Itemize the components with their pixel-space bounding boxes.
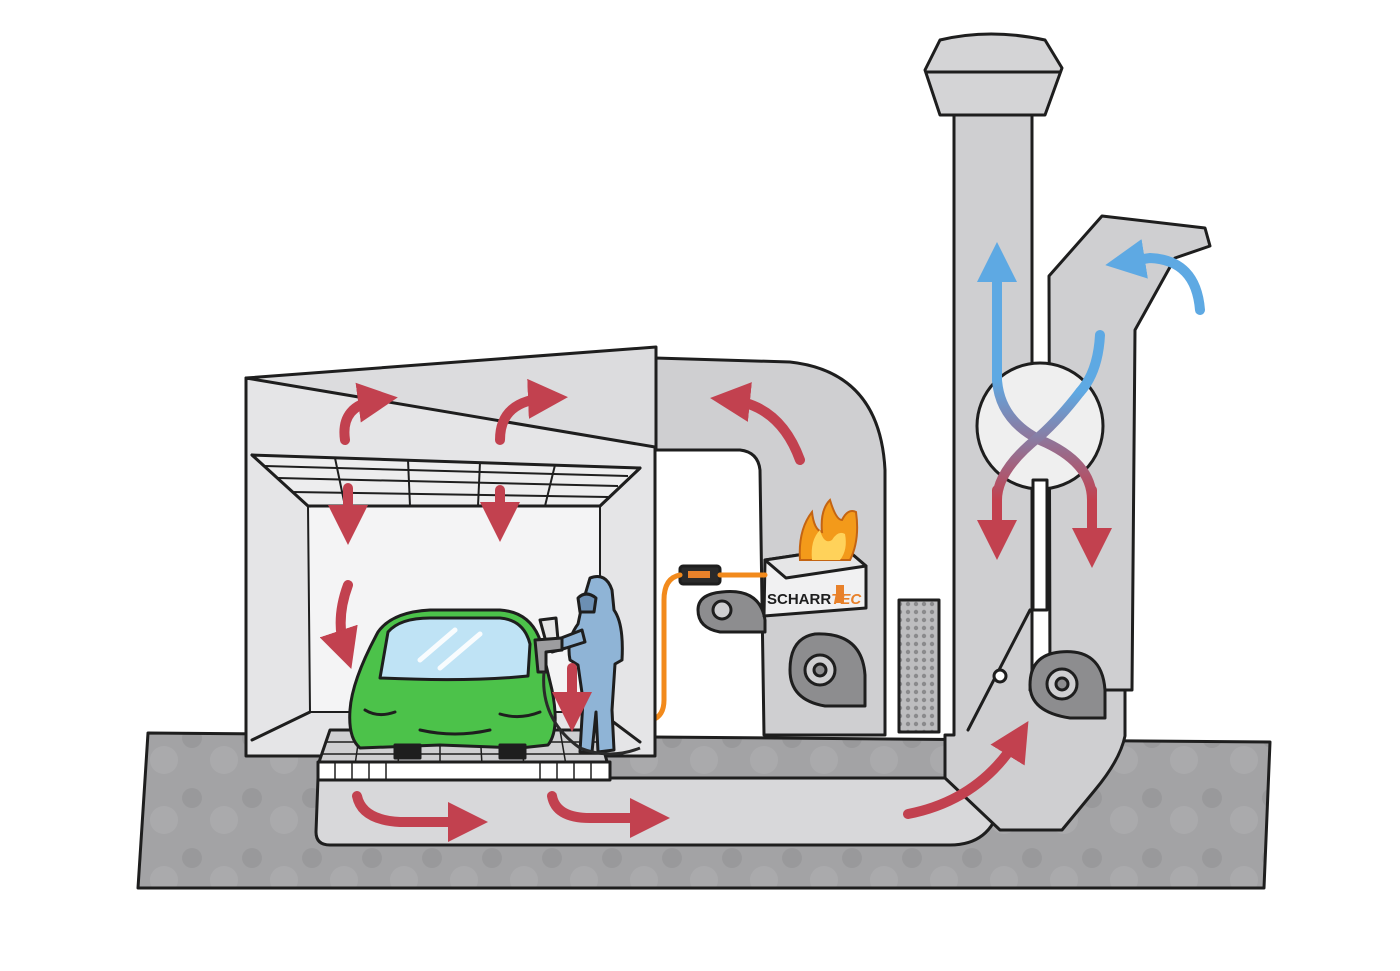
supply-fan-icon bbox=[788, 632, 867, 708]
airflow-arrow bbox=[339, 382, 398, 445]
floor-drain-strip bbox=[316, 760, 612, 782]
damper-slot bbox=[1031, 478, 1049, 612]
chimney-cap bbox=[923, 32, 1064, 117]
airflow-arrow bbox=[319, 580, 358, 669]
burner-brand-label: SCHARRTEC bbox=[767, 591, 862, 608]
flame-icon bbox=[798, 498, 859, 561]
brand-primary: SCHARR bbox=[767, 591, 831, 608]
airflow-arrow bbox=[547, 791, 670, 838]
car-icon bbox=[348, 608, 557, 760]
exhaust-fan-icon bbox=[1028, 650, 1107, 720]
airflow-arrow bbox=[1105, 239, 1205, 315]
airflow-arrow bbox=[352, 791, 488, 842]
burner-fan-icon bbox=[696, 590, 767, 634]
fresh-airflow-arrows bbox=[977, 239, 1205, 505]
airflow-arrow bbox=[710, 382, 805, 465]
spray-gun-icon bbox=[533, 616, 564, 674]
airflow-cross-b bbox=[992, 387, 1085, 505]
brand-secondary: TEC bbox=[831, 591, 862, 608]
airflow-arrow bbox=[495, 378, 568, 445]
power-cable bbox=[649, 572, 768, 723]
filter-column bbox=[897, 598, 941, 734]
spray-hose bbox=[542, 671, 641, 756]
airflow-arrow bbox=[903, 720, 1029, 819]
